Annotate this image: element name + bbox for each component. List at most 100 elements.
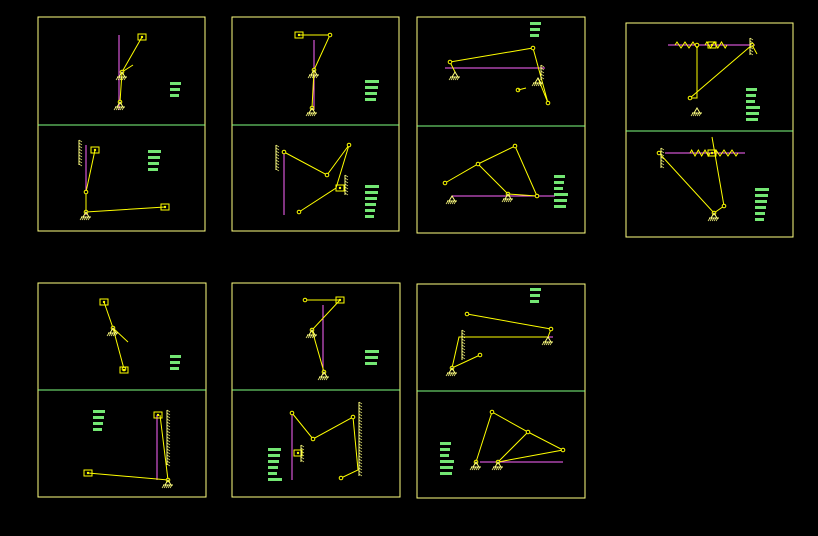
dimension-note — [365, 350, 379, 365]
slider-pin — [710, 151, 714, 155]
rail-hatch — [358, 461, 363, 465]
rail-hatch — [660, 150, 665, 154]
ground-hatch — [696, 112, 700, 117]
ground-support — [491, 461, 503, 471]
dimension-line — [148, 156, 160, 159]
ground-hatch — [79, 216, 83, 221]
spring-element — [713, 149, 739, 157]
slider-pin — [297, 33, 301, 37]
rail-hatch — [358, 404, 363, 408]
pin-joint — [324, 172, 330, 178]
dimension-line — [746, 100, 755, 103]
ground-hatch — [503, 198, 507, 203]
ground-hatch — [325, 376, 329, 381]
rail-hatch — [78, 157, 83, 161]
ground-hatch — [471, 466, 475, 471]
dimension-line — [440, 466, 453, 469]
dimension-line — [554, 181, 564, 184]
rail-hatch — [166, 430, 171, 434]
ground-hatch — [445, 372, 449, 377]
dimension-line — [554, 205, 566, 208]
slider-body — [137, 33, 147, 41]
pin-joint — [694, 42, 700, 48]
rail-hatch — [166, 448, 171, 452]
ground-hatch — [452, 76, 456, 81]
dimension-note — [530, 22, 541, 37]
dimension-line — [365, 356, 378, 359]
dimension-line — [755, 200, 767, 203]
pin-joint — [447, 59, 453, 65]
ground-hatch — [313, 334, 317, 339]
dimension-line — [268, 472, 277, 475]
ground-hatch — [541, 341, 545, 346]
pin-joint — [327, 32, 333, 38]
rail-hatch — [358, 452, 363, 456]
ground-hatch — [167, 484, 171, 489]
ground-hatch — [707, 217, 711, 222]
rail-hatch — [461, 335, 466, 339]
sheet-4-mechanisms — [656, 37, 769, 222]
rail-hatch — [358, 449, 363, 453]
ground-hatch — [161, 484, 165, 489]
rail-hatch — [78, 154, 83, 158]
rail-hatch — [358, 437, 363, 441]
rail-hatch — [78, 163, 83, 167]
ground-hatch — [305, 112, 309, 117]
sheet-5-mechanisms — [83, 298, 181, 489]
ground-hatch — [448, 76, 452, 81]
rail-hatch — [749, 40, 754, 44]
ground-hatch — [549, 341, 553, 346]
slider-body — [90, 146, 100, 154]
rail-hatch — [166, 433, 171, 437]
ground-hatch — [692, 112, 696, 117]
rail-hatch — [275, 159, 280, 163]
dimension-line — [170, 82, 181, 85]
pin-joint — [296, 209, 302, 215]
dimension-line — [746, 118, 758, 121]
ground-hatch — [713, 217, 717, 222]
connecting-rod — [85, 149, 166, 213]
dimension-line — [746, 106, 760, 109]
ground-support — [307, 69, 319, 79]
vertical-rail — [275, 144, 280, 172]
rail-hatch — [461, 338, 466, 342]
rail-hatch — [275, 147, 280, 151]
dimension-line — [440, 460, 454, 463]
rail-hatch — [358, 458, 363, 462]
crank-arm — [112, 327, 129, 343]
rail-hatch — [166, 418, 171, 422]
slider-body — [99, 298, 109, 306]
dimension-line — [746, 94, 756, 97]
ground-hatch — [493, 466, 497, 471]
dimension-line — [440, 454, 449, 457]
dimension-note — [268, 448, 282, 481]
ground-hatch — [451, 372, 455, 377]
vertical-rail — [540, 64, 545, 80]
ground-hatch — [711, 217, 715, 222]
dimension-note — [440, 442, 454, 475]
pin-joint — [512, 143, 518, 149]
vertical-rail — [344, 174, 349, 196]
sheet-4-frame — [625, 22, 794, 238]
dimension-line — [755, 194, 768, 197]
ground-hatch — [123, 76, 127, 81]
rail-hatch — [344, 189, 349, 193]
rail-hatch — [660, 162, 665, 166]
rail-hatch — [166, 445, 171, 449]
dimension-line — [268, 460, 279, 463]
rail-hatch — [275, 168, 280, 172]
ground-hatch — [119, 76, 123, 81]
ground-hatch — [108, 332, 112, 337]
ground-hatch — [114, 332, 118, 337]
rail-hatch — [344, 192, 349, 196]
triangle-linkage — [444, 145, 538, 197]
ground-hatch — [117, 106, 121, 111]
vertical-rail — [300, 444, 305, 463]
ground-hatch — [495, 466, 499, 471]
dimension-line — [440, 472, 452, 475]
dimension-line — [148, 162, 159, 165]
sheet-2-frame — [231, 16, 400, 232]
dimension-line — [746, 88, 757, 91]
dimension-note — [554, 175, 568, 208]
rocker-link — [517, 87, 527, 91]
